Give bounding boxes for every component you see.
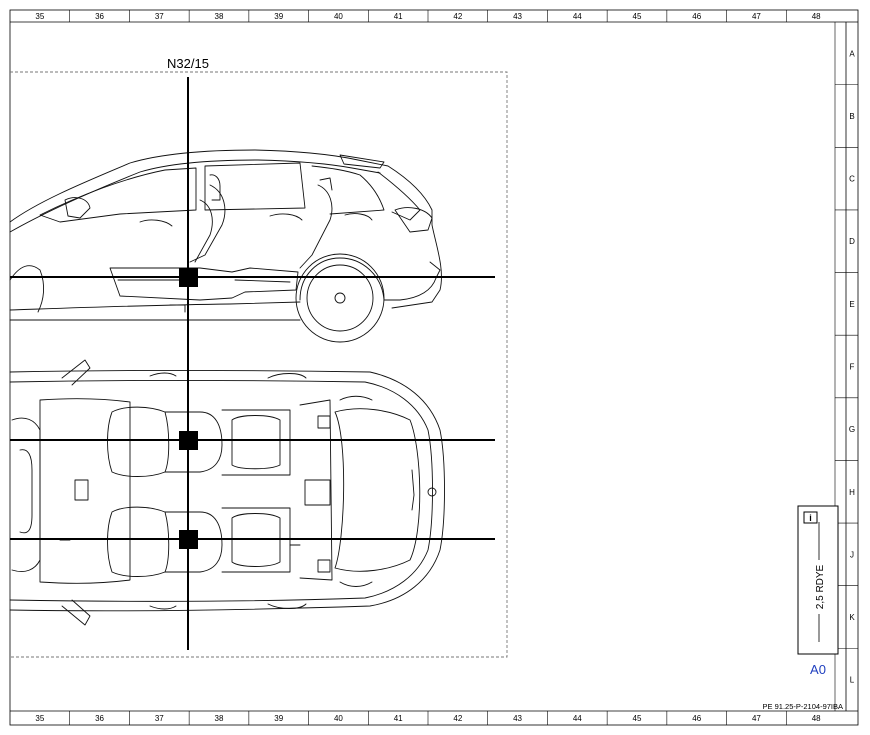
row-label: L xyxy=(850,676,855,685)
column-label: 44 xyxy=(573,12,582,21)
column-label: 39 xyxy=(274,12,283,21)
column-label: 48 xyxy=(812,12,821,21)
column-label: 46 xyxy=(692,12,701,21)
row-label: J xyxy=(850,550,854,559)
top-column-ruler: 35 36 37 38 39 40 41 42 43 44 45 46 47 48 xyxy=(10,10,858,23)
column-label: 40 xyxy=(334,12,343,21)
column-label: 48 xyxy=(812,714,821,723)
component-marker-side[interactable] xyxy=(179,268,198,287)
component-marker-right-seat[interactable] xyxy=(179,530,198,549)
column-label: 37 xyxy=(155,714,164,723)
column-label: 37 xyxy=(155,12,164,21)
row-label: A xyxy=(849,49,855,58)
row-label: F xyxy=(850,363,855,372)
column-label: 38 xyxy=(215,714,224,723)
column-label: 44 xyxy=(573,714,582,723)
row-label: C xyxy=(849,175,855,184)
column-label: 43 xyxy=(513,714,522,723)
component-marker-left-seat[interactable] xyxy=(179,431,198,450)
column-label: 41 xyxy=(394,714,403,723)
component-label: N32/15 xyxy=(167,56,209,71)
column-label: 47 xyxy=(752,12,761,21)
wire-label: 2,5 RDYE xyxy=(815,564,826,609)
info-icon[interactable]: i xyxy=(803,511,818,524)
row-label: E xyxy=(849,300,854,309)
bottom-column-ruler: 35 36 37 38 39 40 41 42 43 44 45 46 47 48 xyxy=(10,710,858,725)
row-label: B xyxy=(849,112,854,121)
column-label: 40 xyxy=(334,714,343,723)
column-label: 38 xyxy=(215,12,224,21)
column-label: 42 xyxy=(453,12,462,21)
car-side-view xyxy=(9,149,442,343)
connector-label[interactable]: A0 xyxy=(810,662,826,677)
sensor-position-lines xyxy=(10,77,495,650)
column-label: 39 xyxy=(274,714,283,723)
column-label: 43 xyxy=(513,12,522,21)
row-label: H xyxy=(849,488,855,497)
drawing-frame xyxy=(9,9,859,726)
row-label: G xyxy=(849,425,855,434)
component-boundary xyxy=(10,71,508,658)
column-label: 47 xyxy=(752,714,761,723)
document-reference: PE 91.25-P-2104-97IBA xyxy=(763,702,843,711)
row-label: K xyxy=(849,613,855,622)
column-label: 41 xyxy=(394,12,403,21)
wire-box[interactable]: i 2,5 RDYE xyxy=(797,505,839,655)
row-ruler: A B C D E F G H J K L xyxy=(834,22,858,711)
column-label: 35 xyxy=(35,714,44,723)
row-label: D xyxy=(849,237,855,246)
column-label: 46 xyxy=(692,714,701,723)
column-label: 35 xyxy=(35,12,44,21)
column-label: 42 xyxy=(453,714,462,723)
column-label: 45 xyxy=(633,714,642,723)
column-label: 36 xyxy=(95,714,104,723)
column-label: 45 xyxy=(633,12,642,21)
column-label: 36 xyxy=(95,12,104,21)
car-top-view xyxy=(9,359,445,626)
svg-text:i: i xyxy=(809,513,812,523)
